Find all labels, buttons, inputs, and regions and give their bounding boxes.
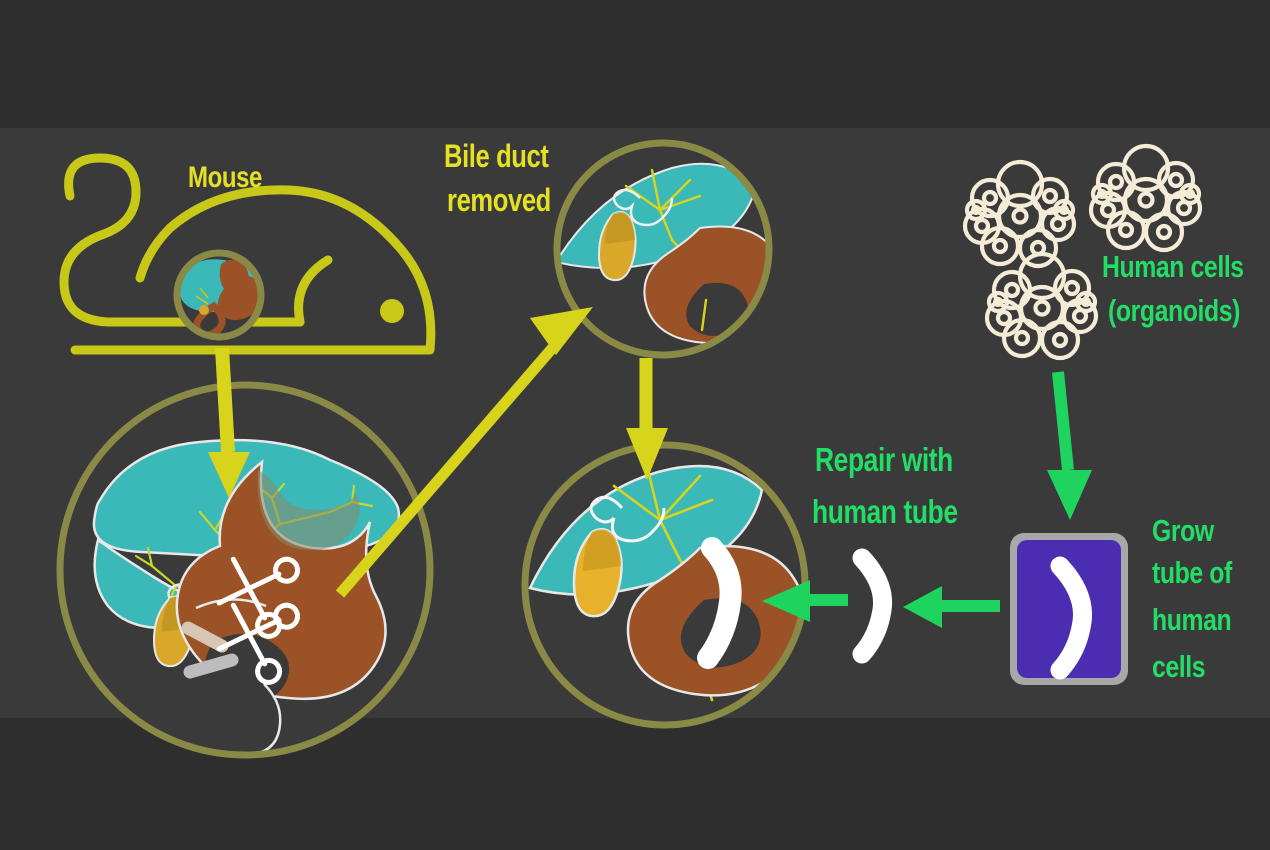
mouse-body [70,185,436,355]
arrow-tube-to-repair [762,580,848,622]
mouse-ear [294,255,333,327]
top-circle-ring [553,139,773,359]
stomach-overlap [257,470,360,551]
label-mouse: Mouse [188,161,263,194]
arrow-mouse-to-liver [208,347,250,498]
label-repair-1: Repair with [815,441,953,478]
arrow-liver-to-removed [335,307,593,598]
label-repair-2: human tube [812,493,958,530]
cystic-duct-top [612,188,674,227]
cystic-duct-bottom [589,495,666,543]
arrow-dish-to-tube [903,586,1000,628]
label-bile-duct-1: Bile duct [444,138,549,174]
arrow-removed-to-repair [626,358,668,480]
dish-tube [1050,556,1093,680]
label-grow-3: human [1152,602,1232,637]
step-repair [521,441,809,729]
step-grow-tube [1010,533,1128,685]
label-human-cells-2: (organoids) [1108,293,1240,328]
mouse-tail [59,153,305,327]
duodenum-lumen [205,633,290,703]
label-grow-2: tube of [1152,555,1232,590]
step-mouse-host [59,153,436,355]
human-tube-graft [697,537,742,669]
liver-circle-ring [56,381,434,759]
label-grow-1: Grow [1152,513,1214,548]
dish-fill [1017,540,1121,678]
free-human-tube [852,548,893,664]
label-bile-duct-2: removed [447,182,551,218]
cut-duct-stubs [181,621,239,679]
arrow-organoids-to-dish [1047,371,1092,520]
label-grow-4: cells [1152,649,1206,684]
mouse-eye [380,299,404,323]
mouse-inset-ring [173,249,265,341]
mouse-organ-inset [173,249,265,341]
step-liver-anatomy [56,381,434,759]
step-bile-duct-removed [553,139,773,359]
label-human-cells-1: Human cells [1102,249,1244,284]
